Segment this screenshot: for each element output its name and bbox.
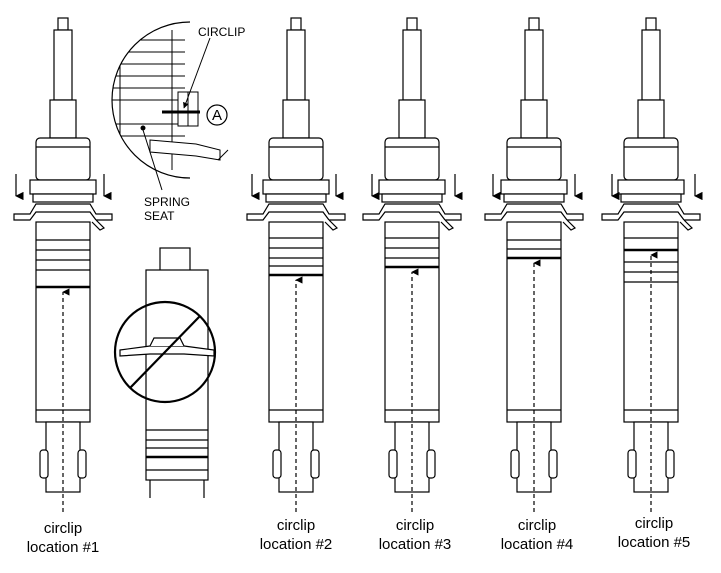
strut-4	[484, 17, 584, 512]
marker-a-label: A	[212, 107, 222, 124]
circlip-label: CIRCLIP	[198, 25, 245, 39]
caption-2-line2: location #2	[260, 536, 333, 553]
strut-5	[601, 17, 703, 512]
strut-3	[362, 17, 463, 512]
caption-1-line1: circlip	[44, 520, 82, 537]
caption-5-line1: circlip	[635, 515, 673, 532]
caption-2-line1: circlip	[277, 517, 315, 534]
spring-seat-label-line1: SPRING	[144, 195, 190, 209]
circlip-detail-callout: A CIRCLIP SPRING SEAT	[111, 21, 268, 223]
caption-5-line2: location #5	[618, 534, 691, 551]
strut-2	[246, 17, 346, 512]
caption-4-line2: location #4	[501, 536, 574, 553]
incorrect-installation-inset	[113, 247, 217, 498]
strut-1	[13, 17, 113, 512]
marker-a-circle	[206, 104, 228, 126]
caption-4-line1: circlip	[518, 517, 556, 534]
spring-seat-label-line2: SEAT	[144, 209, 175, 223]
caption-3-line1: circlip	[396, 517, 434, 534]
caption-3-line2: location #3	[379, 536, 452, 553]
caption-1-line2: location #1	[27, 539, 100, 556]
